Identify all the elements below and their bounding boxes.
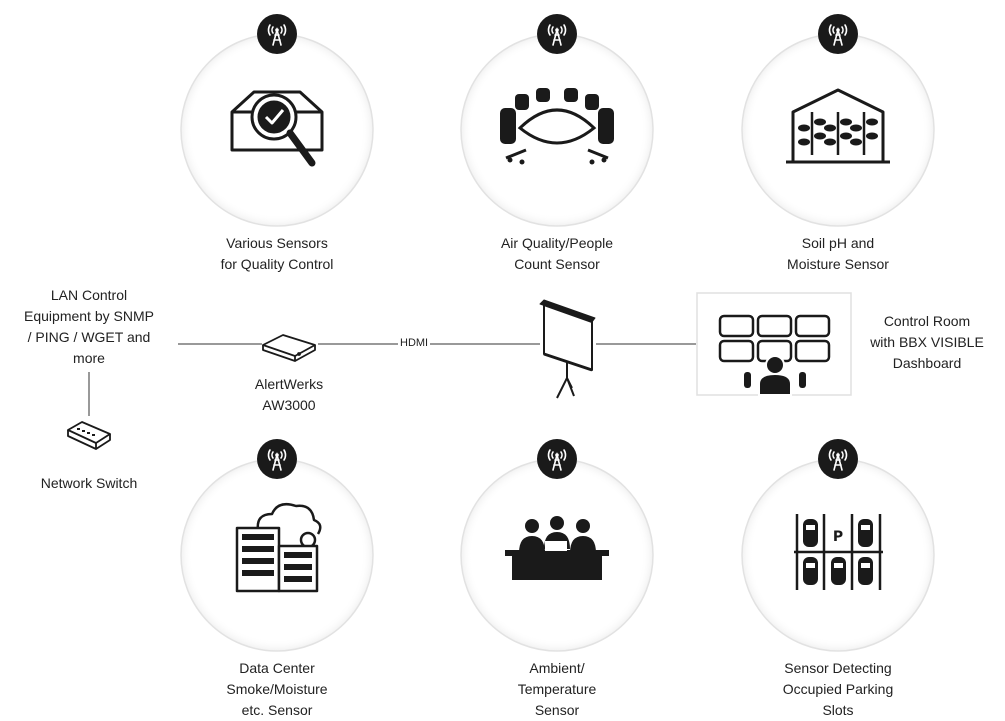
svg-text:P: P <box>833 529 843 545</box>
sensor-label-parking: Sensor Detecting Occupied Parking Slots <box>738 658 938 721</box>
parking-lot-icon: P <box>794 514 883 590</box>
control-room-label: Control Room with BBX VISIBLE Dashboard <box>852 311 1002 374</box>
sensor-ring-parking <box>741 458 935 652</box>
sensor-label-airquality: Air Quality/People Count Sensor <box>457 233 657 275</box>
radio-tower-icon <box>536 438 578 480</box>
label-line: Control Room <box>883 313 971 329</box>
label-line: Slots <box>822 702 854 718</box>
projector-screen-icon <box>539 299 596 399</box>
label-line: etc. Sensor <box>241 702 313 718</box>
label-line: Moisture Sensor <box>787 256 889 272</box>
greenhouse-plants-icon <box>786 88 890 164</box>
label-line: for Quality Control <box>220 256 334 272</box>
label-line: Sensor <box>534 702 580 718</box>
radio-tower-icon <box>256 438 298 480</box>
server-rack-icon <box>235 503 322 593</box>
device-box-icon <box>262 334 316 362</box>
connection-lines <box>88 343 696 416</box>
lan-control-label: LAN Control Equipment by SNMP / PING / W… <box>4 285 174 369</box>
office-people-icon <box>505 516 609 580</box>
radio-tower-icon <box>817 438 859 480</box>
radio-tower-icon <box>256 13 298 55</box>
radio-tower-icon <box>817 13 859 55</box>
label-line: Various Sensors <box>226 235 328 251</box>
network-switch-icon <box>67 421 111 450</box>
label-line: Data Center <box>239 660 315 676</box>
label-line: AW3000 <box>262 397 316 413</box>
inspection-icon <box>230 90 324 167</box>
label-line: Dashboard <box>892 355 962 371</box>
radio-tower-icon <box>536 13 578 55</box>
network-switch-label: Network Switch <box>40 475 138 491</box>
conference-table-icon <box>500 88 614 165</box>
label-line: Occupied Parking <box>782 681 894 697</box>
label-line: / PING / WGET and <box>27 329 151 345</box>
label-line: LAN Control <box>50 287 128 303</box>
device-label: AlertWerks AW3000 <box>214 374 364 416</box>
label-line: Ambient/ <box>529 660 585 676</box>
sensor-label-datacenter: Data Center Smoke/Moisture etc. Sensor <box>177 658 377 721</box>
label-line: Air Quality/People <box>500 235 614 251</box>
hdmi-link-label: HDMI <box>398 337 431 349</box>
label-line: Soil pH and <box>801 235 875 251</box>
label-line: AlertWerks <box>254 376 324 392</box>
label-line: Equipment by SNMP <box>24 308 154 324</box>
sensor-label-quality: Various Sensors for Quality Control <box>177 233 377 275</box>
label-line: Sensor Detecting <box>784 660 892 676</box>
label-line: more <box>73 350 105 366</box>
sensor-label-soil: Soil pH and Moisture Sensor <box>738 233 938 275</box>
label-line: Count Sensor <box>514 256 600 272</box>
label-line: Temperature <box>517 681 597 697</box>
label-line: Smoke/Moisture <box>226 681 328 697</box>
sensor-label-ambient: Ambient/ Temperature Sensor <box>457 658 657 721</box>
video-wall-icon <box>696 292 852 396</box>
label-line: with BBX VISIBLE <box>870 334 984 350</box>
